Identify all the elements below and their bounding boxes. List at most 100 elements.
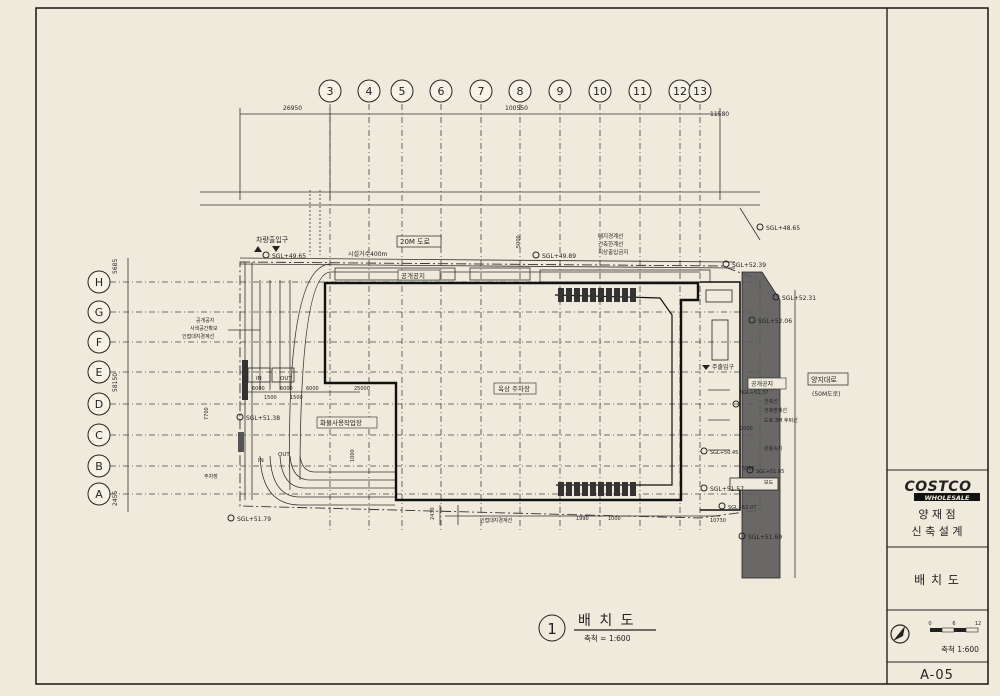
- rack-bay: [582, 482, 588, 496]
- grid-bubble-circle: [429, 79, 453, 103]
- drawing-name: 배 치 도: [578, 613, 636, 629]
- label-right-road-2: (50M도로): [812, 391, 841, 398]
- title-drawing-name: 배 치 도: [914, 573, 960, 587]
- rack-bay: [622, 482, 628, 496]
- grid-bubble-circle: [87, 360, 111, 384]
- svg-text:SGL+51.57: SGL+51.57: [710, 486, 744, 493]
- grid-row-label: F: [96, 336, 102, 349]
- svg-text:SGL+51.38: SGL+51.38: [246, 415, 280, 422]
- level-marker: SGL+51.37: [732, 390, 768, 408]
- svg-text:SGL+51.79: SGL+51.79: [237, 516, 271, 523]
- label-bottom-note: 인접대지경계선: [480, 517, 513, 524]
- label-loading: 화물사용작업장: [320, 418, 362, 427]
- grid-bubble-circle: [688, 79, 712, 103]
- dim-right-d: 5985: [742, 466, 755, 472]
- grid-bubble-circle: [87, 270, 111, 294]
- top-parking-row: [334, 267, 711, 283]
- grid-row-bubble: E: [87, 360, 111, 384]
- label-ramp-out2: OUT: [278, 452, 290, 458]
- grid-column-bubble: 4: [357, 79, 381, 103]
- rack-bay: [558, 482, 564, 496]
- exit-arrow-icon: [272, 246, 280, 252]
- title-block: COSTCO WHOLESALE 양 재 점 신 축 설 계 배 치 도 0 6…: [887, 469, 988, 683]
- sheet-border: [35, 7, 989, 685]
- costco-logo-subtext: WHOLESALE: [924, 494, 970, 502]
- rack-bay: [614, 288, 620, 302]
- level-marker: SGL+51.38: [236, 413, 280, 422]
- grid-column-bubble: 10: [588, 79, 612, 103]
- rack-bay: [614, 482, 620, 496]
- dim-vert-d: 2430: [430, 507, 436, 520]
- grid-column-label: 3: [327, 85, 334, 98]
- grid-row-label: C: [95, 429, 103, 442]
- grid-column-label: 5: [399, 85, 406, 98]
- grid-column-label: 4: [366, 85, 373, 98]
- grid-column-bubble: 5: [390, 79, 414, 103]
- label-right-road: 양지대로: [811, 375, 837, 384]
- dim-entry-3: 1500: [264, 395, 277, 401]
- label-road-20m: 20M 도로: [400, 238, 431, 246]
- rack-bay: [630, 288, 636, 302]
- rack-bay: [590, 288, 596, 302]
- dim-entry-5: 6000: [306, 386, 319, 392]
- label-setback-line: 시설거수400m: [348, 250, 388, 258]
- project-line-1: 양 재 점: [918, 508, 955, 521]
- bottom-dimensions: 2430 1990 1000 10730 1000 5000 7700: [204, 235, 726, 525]
- dim-top-right: 11580: [710, 111, 729, 118]
- level-marker: SGL+51.79: [227, 514, 271, 523]
- dim-entry-4: 1500: [290, 395, 303, 401]
- level-markers: SGL+49.65 SGL+49.89 SGL+48.65 SGL+52.39 …: [227, 223, 816, 541]
- rack-bay: [622, 288, 628, 302]
- dim-entry-1: 6000: [252, 386, 265, 392]
- rack-bay: [590, 482, 596, 496]
- dim-vert-c: 1990: [576, 516, 589, 522]
- ramp-hatch-left: [242, 360, 248, 400]
- entry-arrow-icon: [254, 246, 262, 252]
- title-scale: 축척 1:600: [941, 645, 979, 654]
- grid-row-bubble: B: [87, 454, 111, 478]
- grid-row-label: E: [96, 366, 103, 379]
- label-main-entry: 주출입구: [712, 363, 735, 371]
- right-note-5: 보도: [764, 480, 774, 486]
- svg-text:SGL+52.07: SGL+52.07: [728, 505, 756, 511]
- rack-block-top: [558, 288, 636, 302]
- label-ramp-out: OUT: [280, 376, 292, 382]
- level-marker: SGL+52.39: [722, 260, 766, 269]
- grid-row-bubble: F: [87, 330, 111, 354]
- grid-bubble-circle: [87, 392, 111, 416]
- rack-bay: [606, 482, 612, 496]
- grid-bubble-circle: [469, 79, 493, 103]
- level-marker: SGL+49.65: [262, 251, 306, 260]
- grid-column-label: 13: [693, 85, 707, 98]
- dim-store-w: 25000: [354, 386, 370, 392]
- right-note-4: 완충녹지: [764, 445, 782, 452]
- grid-column-bubble: 3: [318, 79, 342, 103]
- right-gate: [705, 289, 779, 491]
- svg-text:SGL+52.06: SGL+52.06: [758, 318, 792, 325]
- building-outline: [323, 281, 700, 502]
- grid-bubble-circle: [588, 79, 612, 103]
- svg-text:SGL+48.65: SGL+48.65: [766, 225, 800, 232]
- dim-top-mid: 100550: [505, 105, 528, 112]
- grid-row-bubble: G: [87, 300, 111, 324]
- grid-column-bubble: 6: [429, 79, 453, 103]
- dim-left-top: 5685: [112, 259, 119, 274]
- top-dimension-lines: 26950 100550 11580: [239, 105, 729, 200]
- road-corner: [739, 207, 761, 241]
- plan-labels: 차량출입구 20M 도로 시설거수400m 공개공지 대지경계선 건축한계선 지…: [182, 232, 849, 524]
- rack-bay: [598, 482, 604, 496]
- rack-bay: [606, 288, 612, 302]
- main-entry-arrow-icon: [702, 365, 710, 370]
- rack-bay: [566, 482, 572, 496]
- grid-row-bubble: A: [87, 482, 111, 506]
- left-dimension-lines: 5685 58150 2455: [112, 258, 129, 512]
- level-marker: SGL+52.06: [748, 316, 792, 325]
- right-note-2: 건축한계선: [764, 407, 787, 414]
- rack-block-bottom: [558, 482, 636, 496]
- label-bldg-line: 건축한계선: [598, 240, 623, 248]
- left-note-2: 사색공간확보: [190, 325, 218, 332]
- grid-column-bubble: 11: [628, 79, 652, 103]
